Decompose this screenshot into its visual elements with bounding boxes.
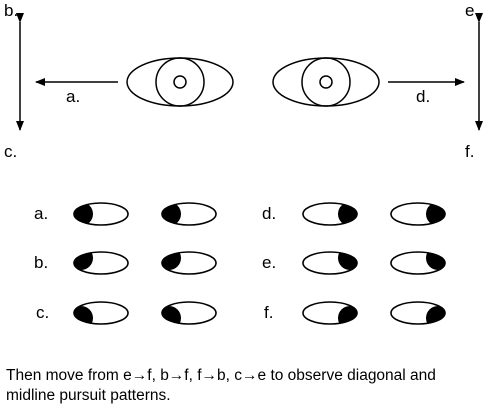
pupil (338, 203, 357, 225)
eye-outline (73, 251, 129, 275)
eye-outline (73, 202, 129, 226)
label-b: b. (4, 1, 18, 20)
pupil (74, 252, 93, 270)
label-a: a. (66, 87, 80, 106)
small-eye (390, 202, 446, 226)
small-eye (161, 301, 217, 325)
eye-outline (302, 301, 358, 325)
eye-outline (302, 251, 358, 275)
pupil (162, 203, 181, 225)
pupil (74, 203, 93, 225)
eye-outline (161, 301, 217, 325)
row-label-c: c. (36, 303, 49, 322)
small-eye (302, 251, 358, 275)
row-label-a: a. (34, 204, 48, 223)
pupil (162, 252, 181, 270)
pupil (338, 306, 357, 324)
row-label-d: d. (262, 204, 276, 223)
eye-outline (390, 251, 446, 275)
label-e: e. (465, 1, 479, 20)
small-eye (73, 301, 129, 325)
eye-outline (161, 202, 217, 226)
right-eye-large (272, 57, 380, 107)
small-eye (161, 251, 217, 275)
small-eye (302, 202, 358, 226)
small-eye (302, 301, 358, 325)
small-eye (390, 251, 446, 275)
small-eye (73, 202, 129, 226)
eye-pursuit-diagram: b. c. e. f. a. d. a. b. c. d. e. f. (4, 1, 483, 325)
row-label-b: b. (34, 253, 48, 272)
caption: Then move from e→f, b→f, f→b, c→e to obs… (6, 367, 436, 404)
eye-outline (302, 202, 358, 226)
pupil (74, 306, 93, 324)
pupil (426, 252, 445, 270)
small-eye (390, 301, 446, 325)
row-label-f: f. (264, 303, 273, 322)
label-c: c. (4, 142, 17, 161)
eye-outline (73, 301, 129, 325)
small-eye (161, 202, 217, 226)
eye-outline (161, 251, 217, 275)
pupil (162, 306, 181, 324)
pupil (426, 306, 445, 324)
pupil (338, 252, 357, 270)
small-eye (73, 251, 129, 275)
label-d: d. (416, 87, 430, 106)
eye-outline (390, 202, 446, 226)
label-f: f. (465, 142, 474, 161)
row-label-e: e. (262, 253, 276, 272)
eye-outline (390, 301, 446, 325)
left-eye-large (126, 57, 234, 107)
pupil (426, 203, 445, 225)
